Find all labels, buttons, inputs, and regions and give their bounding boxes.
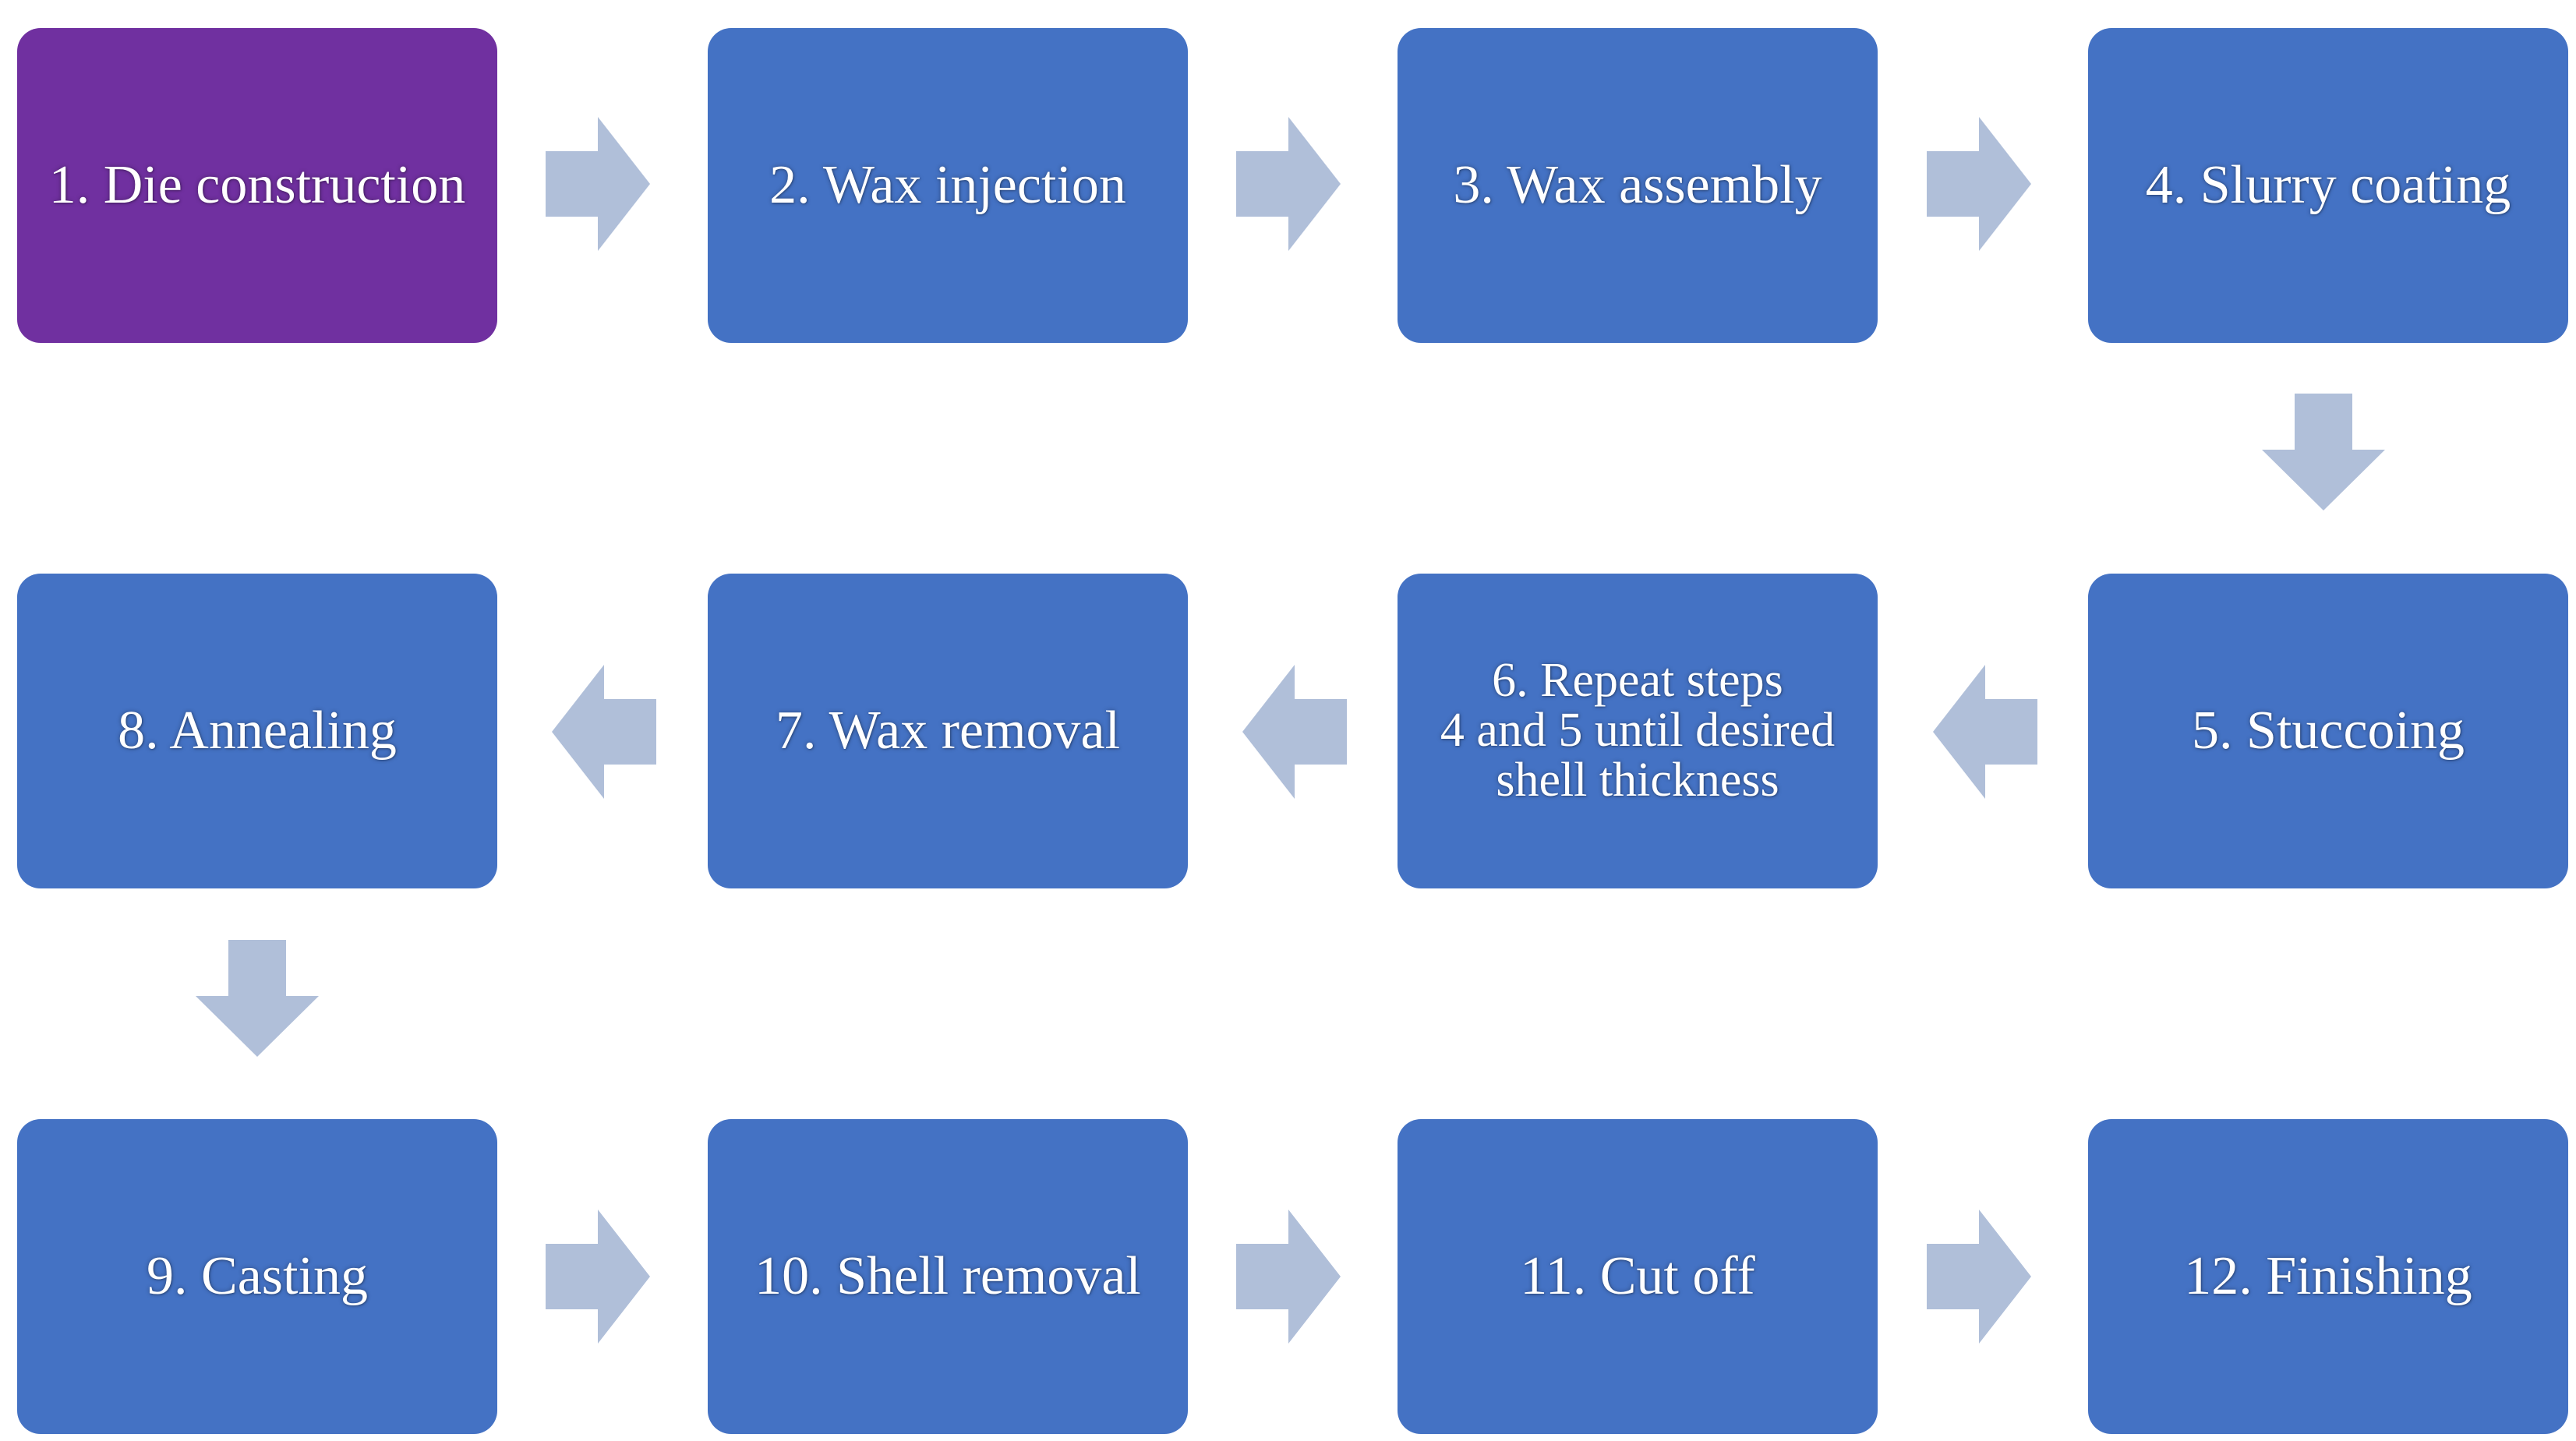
step-10-shell-removal: 10. Shell removal	[708, 1119, 1188, 1434]
step-5-stuccoing: 5. Stuccoing	[2088, 574, 2568, 888]
step-11-cut-off: 11. Cut off	[1398, 1119, 1878, 1434]
step-9-label: 9. Casting	[147, 1246, 368, 1306]
step-6-repeat-steps: 6. Repeat steps 4 and 5 until desired sh…	[1398, 574, 1878, 888]
arrow-left-icon	[1933, 665, 2037, 799]
arrow-down-icon	[2262, 394, 2385, 510]
step-3-label: 3. Wax assembly	[1453, 155, 1822, 215]
step-11-label: 11. Cut off	[1520, 1246, 1755, 1306]
step-1-label: 1. Die construction	[48, 155, 466, 215]
step-12-label: 12. Finishing	[2184, 1246, 2472, 1306]
arrow-right-icon	[546, 1210, 650, 1344]
step-6-label: 6. Repeat steps 4 and 5 until desired sh…	[1440, 654, 1836, 807]
arrow-down-icon	[196, 940, 319, 1057]
arrow-right-icon	[1236, 117, 1341, 251]
step-6-label-line-1: 6. Repeat steps	[1492, 654, 1783, 708]
step-6-label-line-3: shell thickness	[1496, 753, 1779, 807]
step-6-label-line-2: 4 and 5 until desired	[1440, 704, 1836, 758]
step-4-label: 4. Slurry coating	[2145, 155, 2511, 215]
step-9-casting: 9. Casting	[17, 1119, 497, 1434]
arrow-left-icon	[1242, 665, 1347, 799]
arrow-right-icon	[1927, 1210, 2031, 1344]
arrow-right-icon	[1236, 1210, 1341, 1344]
step-4-slurry-coating: 4. Slurry coating	[2088, 28, 2568, 343]
step-2-label: 2. Wax injection	[769, 155, 1126, 215]
arrow-left-icon	[552, 665, 656, 799]
step-8-label: 8. Annealing	[118, 701, 397, 761]
step-2-wax-injection: 2. Wax injection	[708, 28, 1188, 343]
arrow-right-icon	[546, 117, 650, 251]
step-7-wax-removal: 7. Wax removal	[708, 574, 1188, 888]
step-1-die-construction: 1. Die construction	[17, 28, 497, 343]
step-8-annealing: 8. Annealing	[17, 574, 497, 888]
step-5-label: 5. Stuccoing	[2192, 701, 2465, 761]
step-3-wax-assembly: 3. Wax assembly	[1398, 28, 1878, 343]
step-7-label: 7. Wax removal	[775, 701, 1121, 761]
step-10-label: 10. Shell removal	[754, 1246, 1141, 1306]
arrow-right-icon	[1927, 117, 2031, 251]
step-12-finishing: 12. Finishing	[2088, 1119, 2568, 1434]
